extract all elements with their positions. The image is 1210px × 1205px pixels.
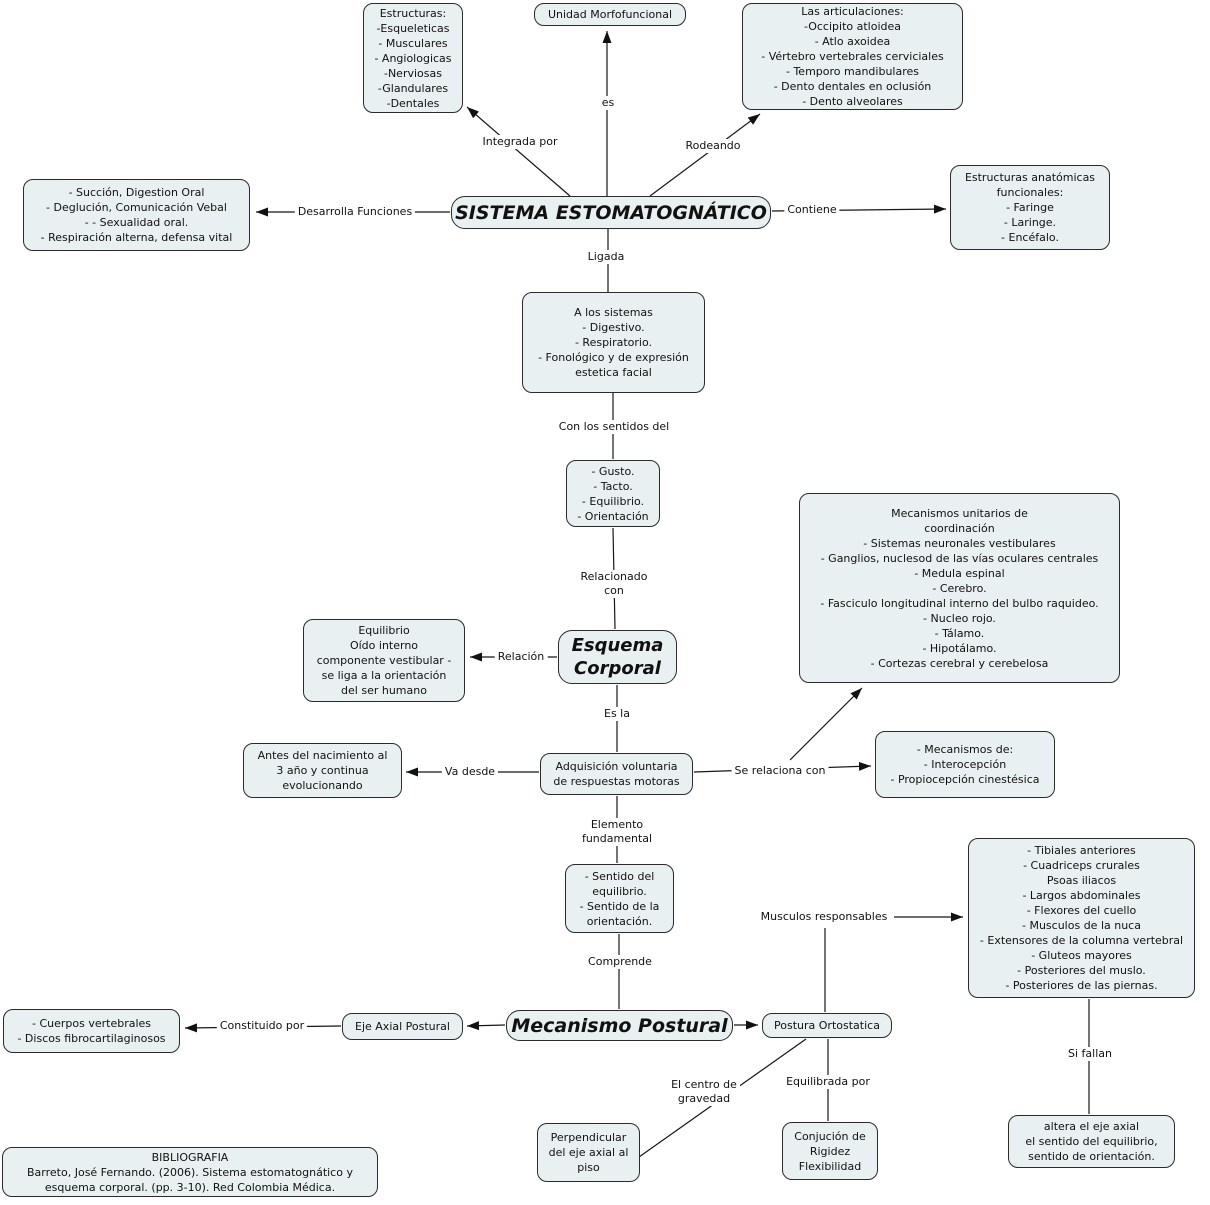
node-sentido-equilibrio[interactable]: - Sentido del equilibrio. - Sentido de l… — [565, 864, 674, 933]
edge-label-es-la: Es la — [601, 707, 633, 721]
edge-label-desarrolla-funciones: Desarrolla Funciones — [294, 205, 416, 219]
edge-label-ligada: Ligada — [584, 250, 628, 264]
node-mecanismos-coordinacion[interactable]: Mecanismos unitarios de coordinación - S… — [799, 493, 1120, 683]
node-estructuras[interactable]: Estructuras: -Esqueleticas - Musculares … — [363, 3, 463, 113]
node-antes-del-nacimiento[interactable]: Antes del nacimiento al 3 año y continua… — [243, 743, 402, 798]
node-perpendicular-eje[interactable]: Perpendicular del eje axial al piso — [537, 1123, 640, 1182]
node-sistema-estomatognatico[interactable]: SISTEMA ESTOMATOGNÁTICO — [451, 196, 771, 229]
node-mecanismos-interocepcion[interactable]: - Mecanismos de: - Interocepción - Propi… — [875, 731, 1055, 798]
edge-label-elemento-fundamental: Elemento fundamental — [578, 818, 656, 846]
node-cuerpos-vertebrales[interactable]: - Cuerpos vertebrales - Discos fibrocart… — [3, 1009, 180, 1053]
edge-label-con-sentidos: Con los sentidos del — [555, 420, 673, 434]
edge-label-integrada-por: Integrada por — [479, 135, 561, 149]
edge-label-contiene: Contiene — [784, 203, 840, 217]
node-adquisicion-voluntaria[interactable]: Adquisición voluntaria de respuestas mot… — [540, 753, 693, 795]
node-postura-ortostatica[interactable]: Postura Ortostatica — [762, 1013, 892, 1038]
edge-label-va-desde: Va desde — [441, 765, 499, 779]
node-equilibrio-oido-interno[interactable]: Equilibrio Oído interno componente vesti… — [303, 619, 465, 702]
node-altera-eje-axial[interactable]: altera el eje axial el sentido del equil… — [1008, 1115, 1175, 1168]
edge-label-relacion: Relación — [494, 650, 548, 664]
edge-label-se-relaciona-con: Se relaciona con — [731, 764, 829, 778]
node-bibliografia[interactable]: BIBLIOGRAFIA Barreto, José Fernando. (20… — [2, 1147, 378, 1197]
node-estructuras-anatomicas[interactable]: Estructuras anatómicas funcionales: - Fa… — [950, 165, 1110, 250]
edge-label-relacionado-con: Relacionado con — [577, 570, 651, 598]
node-mecanismo-postural[interactable]: Mecanismo Postural — [506, 1010, 733, 1041]
edge-label-constituido-por: Constituido por — [216, 1019, 308, 1033]
edge-label-centro-gravedad: El centro de gravedad — [668, 1078, 740, 1106]
node-a-los-sistemas[interactable]: A los sistemas - Digestivo. - Respirator… — [522, 292, 705, 393]
node-musculos[interactable]: - Tibiales anteriores - Cuadriceps crura… — [968, 838, 1195, 998]
node-conjucion-rigidez[interactable]: Conjución de Rigidez Flexibilidad — [782, 1122, 878, 1180]
edge-label-musculos-responsables: Musculos responsables — [757, 910, 891, 924]
edge-label-si-fallan: Si fallan — [1065, 1047, 1115, 1061]
edge-label-rodeando: Rodeando — [682, 139, 744, 153]
node-eje-axial-postural[interactable]: Eje Axial Postural — [342, 1013, 463, 1040]
node-articulaciones[interactable]: Las articulaciones: -Occipito atloidea -… — [742, 3, 963, 110]
edge-label-comprende: Comprende — [585, 955, 655, 969]
node-unidad-morfofuncional[interactable]: Unidad Morfofuncional — [534, 3, 686, 26]
node-sentidos[interactable]: - Gusto. - Tacto. - Equilibrio. - Orient… — [566, 460, 660, 527]
node-esquema-corporal[interactable]: Esquema Corporal — [558, 630, 677, 684]
edge-label-equilibrada-por: Equilibrada por — [783, 1075, 873, 1089]
node-funciones[interactable]: - Succión, Digestion Oral - Deglución, C… — [23, 179, 250, 251]
edge-label-es: es — [598, 96, 618, 110]
